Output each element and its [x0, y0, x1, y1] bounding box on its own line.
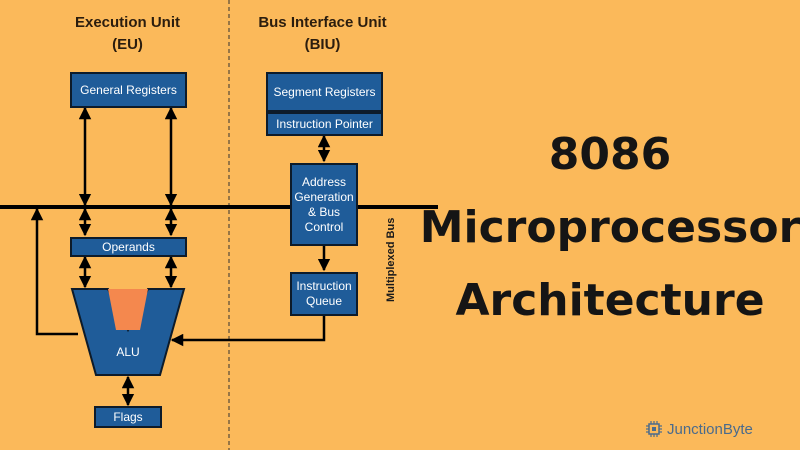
general-registers-block: General Registers [70, 72, 187, 108]
operands-label: Operands [102, 239, 155, 254]
general-registers-label: General Registers [80, 82, 177, 97]
biu-title: Bus Interface Unit [258, 14, 387, 31]
operands-block: Operands [70, 237, 187, 257]
alu-label: ALU [116, 345, 140, 359]
address-gen-line1: Address [301, 174, 347, 189]
instruction-pointer-block: Instruction Pointer [266, 112, 383, 136]
queue-alu-line [170, 316, 326, 347]
address-generation-block: Address Generation & Bus Control [290, 163, 358, 246]
biu-heading: Bus Interface Unit (BIU) [235, 12, 410, 56]
flags-block: Flags [94, 406, 162, 428]
instruction-queue-block: Instruction Queue [290, 272, 358, 316]
multiplexed-bus-label: Multiplexed Bus [385, 217, 397, 302]
queue-line2: Queue [305, 294, 343, 308]
flags-label: Flags [113, 409, 143, 424]
segment-registers-label: Segment Registers [273, 84, 376, 99]
eu-abbrev: (EU) [112, 36, 143, 53]
alu-inner-notch [108, 289, 148, 330]
queue-line1: Instruction [296, 279, 352, 293]
eu-heading: Execution Unit (EU) [40, 12, 215, 56]
address-gen-line4: Control [304, 219, 344, 234]
headline-line3: Architecture [455, 275, 765, 326]
brand-logo: JunctionByte [645, 420, 753, 438]
brand-name: JunctionByte [667, 420, 753, 438]
address-gen-line2: Generation [294, 189, 354, 204]
eu-title: Execution Unit [74, 14, 180, 31]
headline-line2: Microprocessor [419, 202, 800, 253]
alu-feedback-line [30, 207, 78, 336]
chip-icon [646, 421, 662, 437]
address-gen-line3: & Bus [307, 204, 340, 219]
biu-abbrev: (BIU) [304, 36, 341, 53]
instruction-pointer-label: Instruction Pointer [276, 116, 373, 131]
segment-registers-block: Segment Registers [266, 72, 383, 112]
headline-line1: 8086 [548, 129, 672, 180]
